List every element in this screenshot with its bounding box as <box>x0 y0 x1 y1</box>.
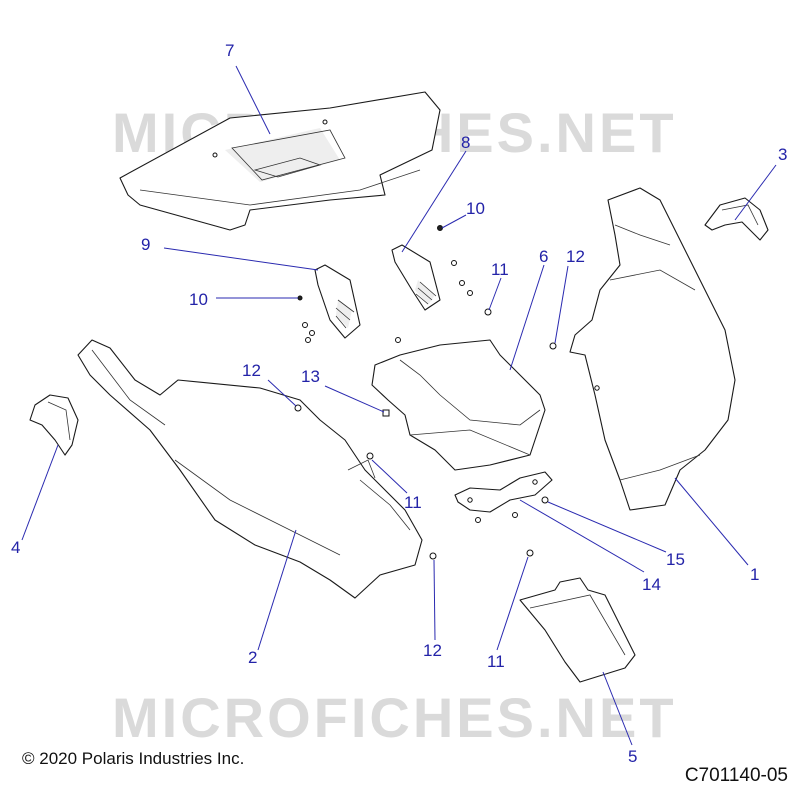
copyright-text: © 2020 Polaris Industries Inc. <box>22 749 245 768</box>
callout-10-left[interactable]: 10 <box>189 290 208 309</box>
callout-10-upper[interactable]: 10 <box>466 199 485 218</box>
part-2-side-panel-left[interactable] <box>77 339 423 599</box>
part-3-side-cap-right[interactable] <box>704 197 769 241</box>
fastener-12b[interactable] <box>294 404 302 412</box>
callout-9[interactable]: 9 <box>141 235 150 254</box>
fastener-15[interactable] <box>541 496 549 504</box>
callout-12-lower[interactable]: 12 <box>423 641 442 660</box>
watermark-bottom: MICROFICHES.NET <box>112 686 677 749</box>
callout-5[interactable]: 5 <box>628 747 637 766</box>
callout-11-upper[interactable]: 11 <box>491 260 509 279</box>
callout-13[interactable]: 13 <box>301 367 320 386</box>
fastener-12c[interactable] <box>429 552 437 560</box>
part-4-side-cap-left[interactable] <box>29 394 79 456</box>
callout-3[interactable]: 3 <box>778 145 787 164</box>
fastener-11b[interactable] <box>366 452 374 460</box>
callout-15[interactable]: 15 <box>666 550 685 569</box>
part-6-center-console[interactable] <box>371 339 546 471</box>
part-9-vent-bracket[interactable] <box>314 264 361 339</box>
callout-11-middle[interactable]: 11 <box>404 493 422 512</box>
fasteners <box>294 225 557 560</box>
callout-6[interactable]: 6 <box>539 247 548 266</box>
callout-7[interactable]: 7 <box>225 41 234 60</box>
callout-14[interactable]: 14 <box>642 575 661 594</box>
part-8-vent-bracket[interactable] <box>391 244 441 311</box>
callout-1[interactable]: 1 <box>750 565 759 584</box>
part-7-dash-panel[interactable] <box>119 91 441 231</box>
diagram-code: C701140-05 <box>684 765 788 786</box>
fastener-10a[interactable] <box>297 295 303 301</box>
fastener-11a[interactable] <box>484 308 492 316</box>
callout-2[interactable]: 2 <box>248 648 257 667</box>
fastener-13[interactable] <box>382 409 390 417</box>
callout-11-lower[interactable]: 11 <box>487 652 505 671</box>
callouts: 7 3 8 10 6 9 11 12 10 12 13 11 4 1 15 14… <box>11 41 787 766</box>
part-14-bracket[interactable] <box>454 471 553 513</box>
callout-12-left[interactable]: 12 <box>242 361 261 380</box>
part-5-lower-cover[interactable] <box>519 577 636 683</box>
leader-lines <box>21 65 777 746</box>
fastener-11c[interactable] <box>526 549 534 557</box>
fastener-12a[interactable] <box>549 342 557 350</box>
callout-8[interactable]: 8 <box>461 133 470 152</box>
fastener-10b[interactable] <box>437 225 443 231</box>
part-1-side-panel-right[interactable] <box>569 187 736 511</box>
callout-4[interactable]: 4 <box>11 538 20 557</box>
callout-12-right[interactable]: 12 <box>566 247 585 266</box>
